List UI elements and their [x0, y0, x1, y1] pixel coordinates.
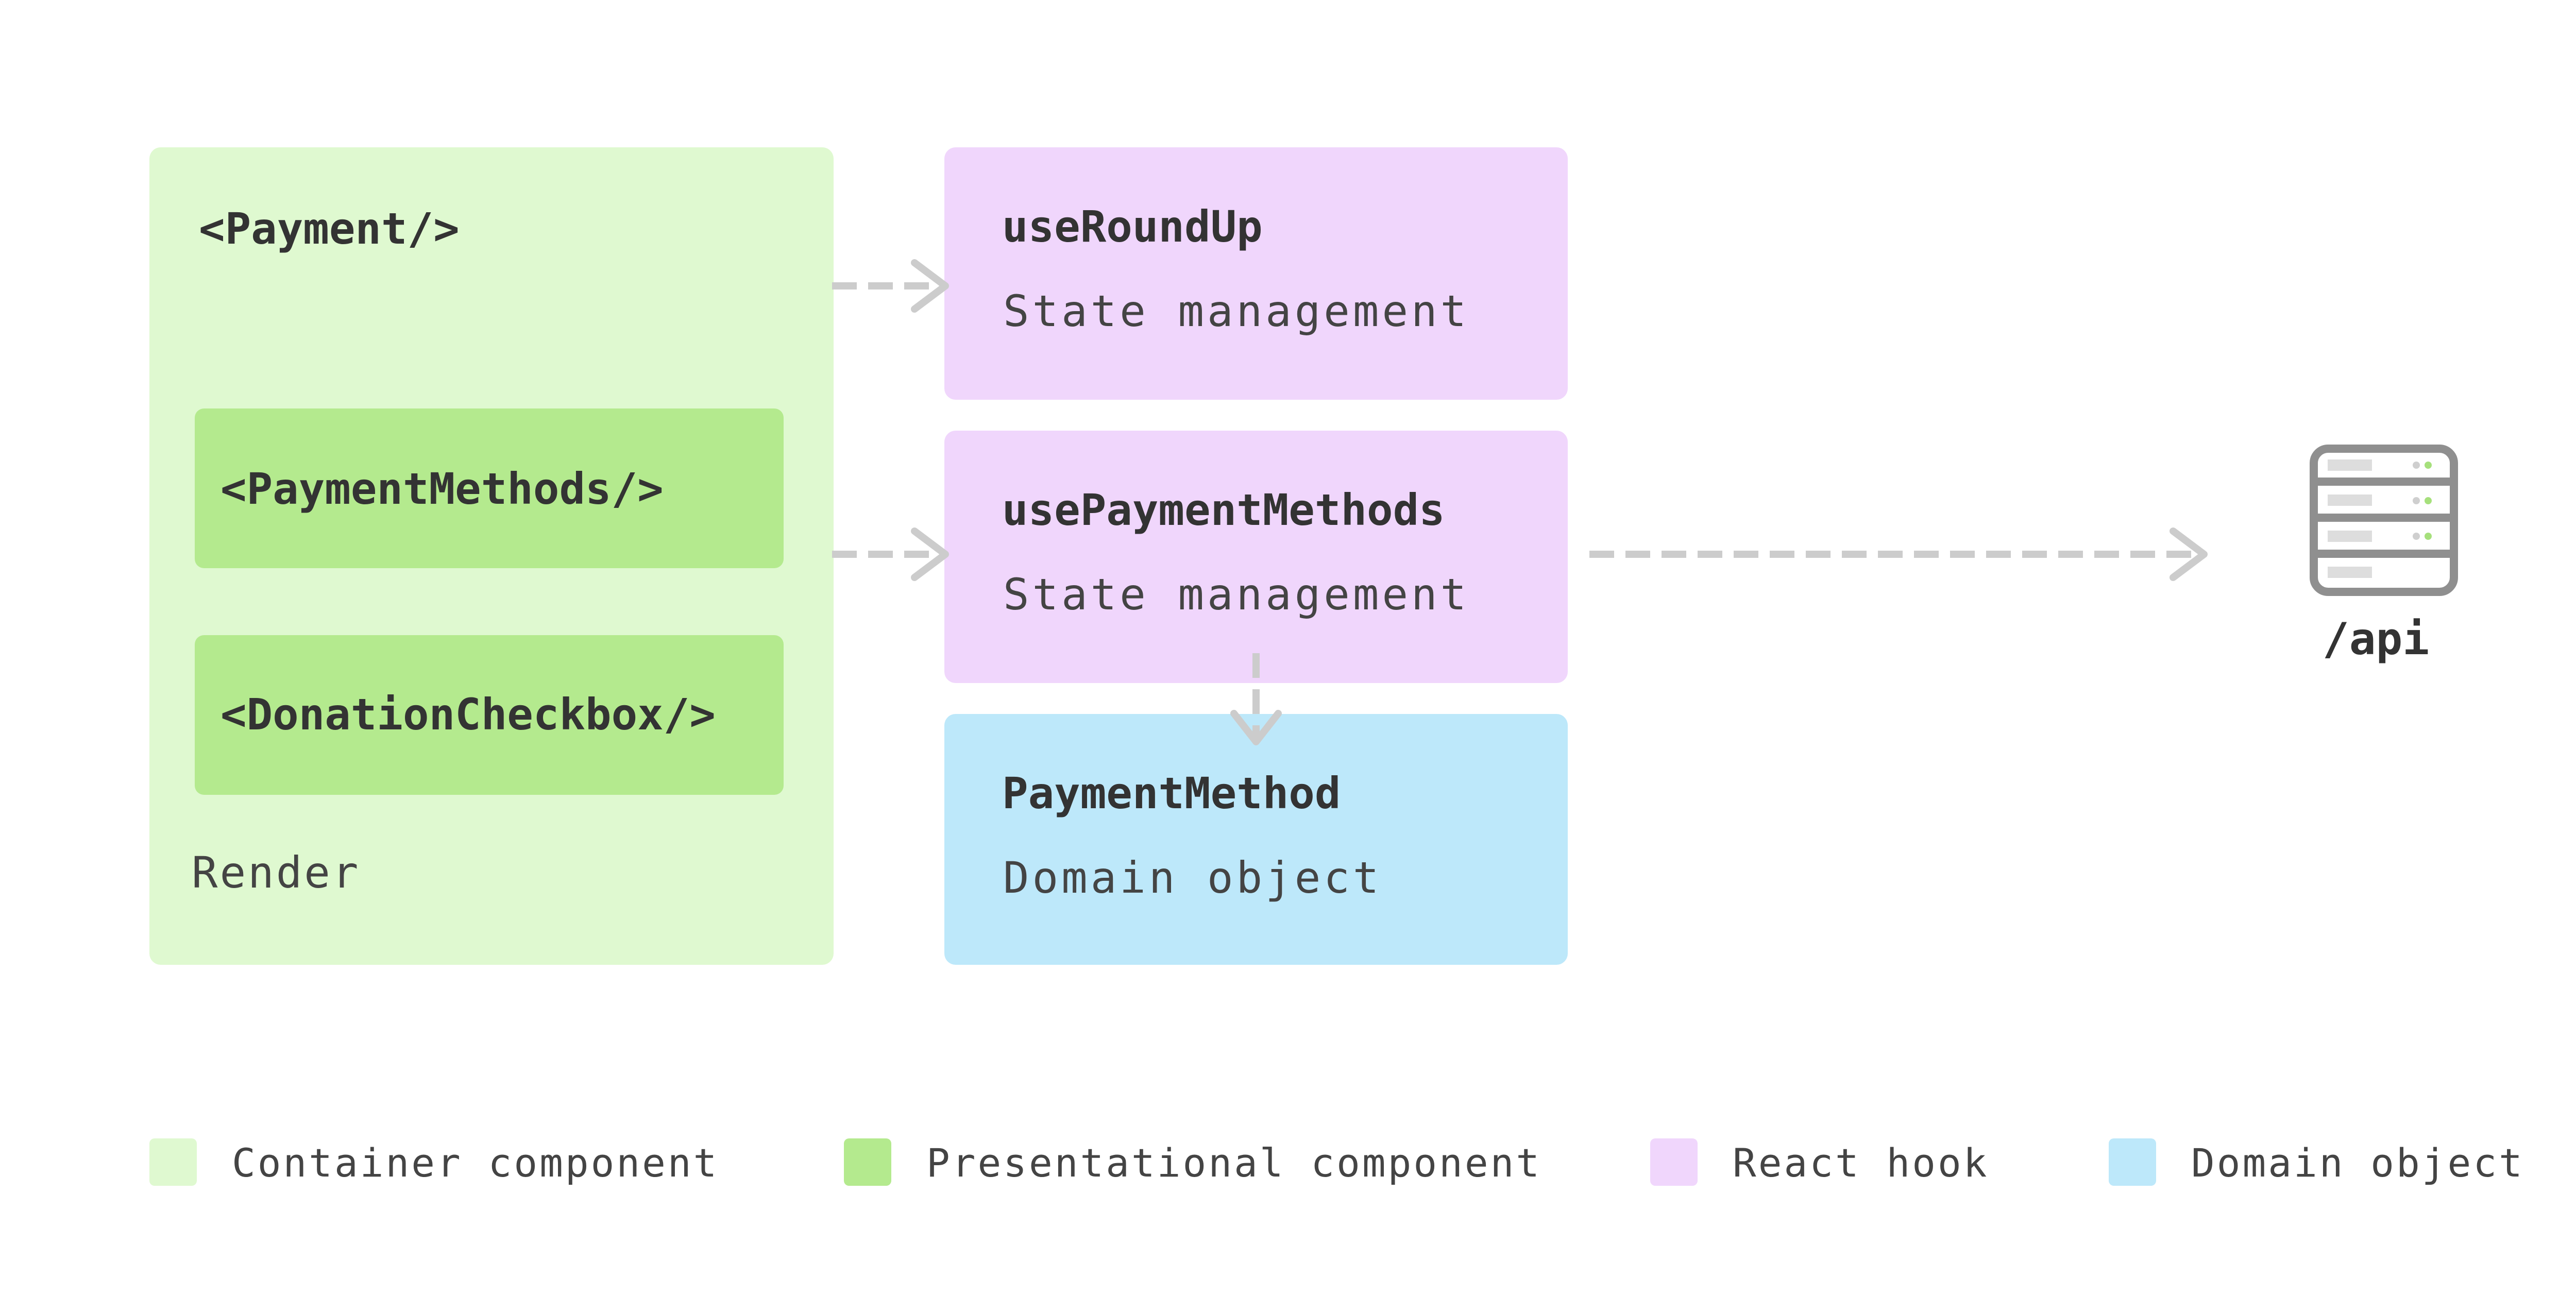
use-payment-methods-hook-subtitle: State management	[1003, 569, 1470, 620]
legend-label-hook: React hook	[1733, 1140, 1989, 1186]
payment-container-box: <Payment/> <PaymentMethods/> <DonationCh…	[149, 147, 834, 965]
arrow-hook-to-api-head	[2170, 527, 2208, 581]
server-icon	[2310, 445, 2458, 596]
donation-checkbox-component-box: <DonationCheckbox/>	[195, 635, 784, 795]
use-round-up-hook-box: useRoundUp State management	[944, 147, 1568, 400]
use-round-up-hook-title: useRoundUp	[1002, 201, 1263, 252]
arrow-payment-methods-to-hook-head	[911, 527, 949, 581]
use-payment-methods-hook-title: usePaymentMethods	[1002, 485, 1445, 535]
legend-swatch-presentational	[844, 1138, 891, 1186]
payment-methods-component-box: <PaymentMethods/>	[195, 408, 784, 568]
render-label: Render	[192, 847, 361, 898]
legend-label-presentational: Presentational component	[926, 1140, 1542, 1186]
payment-method-domain-title: PaymentMethod	[1002, 768, 1341, 819]
arrow-payment-to-use-round-up-head	[911, 259, 949, 313]
payment-method-domain-box: PaymentMethod Domain object	[944, 714, 1568, 965]
payment-container-title: <Payment/>	[199, 203, 460, 254]
legend-swatch-domain	[2109, 1138, 2156, 1186]
payment-method-domain-subtitle: Domain object	[1003, 853, 1382, 903]
legend-swatch-container	[149, 1138, 197, 1186]
legend-label-container: Container component	[232, 1140, 719, 1186]
use-payment-methods-hook-box: usePaymentMethods State management	[944, 431, 1568, 683]
payment-methods-component-title: <PaymentMethods/>	[221, 464, 664, 514]
legend-label-domain: Domain object	[2191, 1140, 2524, 1186]
legend-swatch-hook	[1650, 1138, 1698, 1186]
api-label: /api	[2323, 614, 2430, 665]
arrow-hook-to-domain-head	[1230, 710, 1282, 745]
donation-checkbox-component-title: <DonationCheckbox/>	[221, 689, 716, 740]
use-round-up-hook-subtitle: State management	[1003, 286, 1470, 336]
